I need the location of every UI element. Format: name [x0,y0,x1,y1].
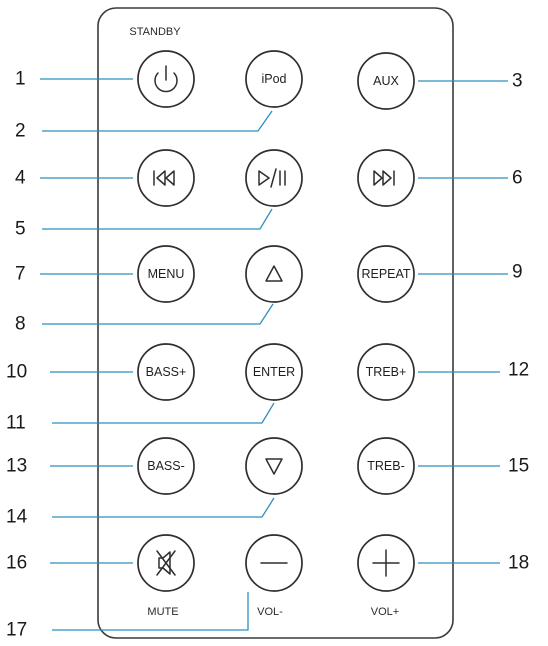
next-button[interactable] [357,149,415,207]
callout-number-8: 8 [15,314,26,335]
callout-number-2: 2 [15,121,26,142]
callout-number-5: 5 [15,219,26,240]
power-icon [154,65,178,93]
play-pause-icon [258,168,286,188]
callout-number-7: 7 [15,264,26,285]
plus-icon [372,549,400,577]
callout-number-3: 3 [512,71,523,92]
menu-button-label: MENU [148,267,185,281]
play-pause-button[interactable] [245,149,303,207]
callout-number-10: 10 [6,362,27,383]
callout-number-14: 14 [6,507,28,528]
callout-number-16: 16 [6,553,27,574]
previous-button[interactable] [137,149,195,207]
treb-minus-button[interactable]: TREB- [357,437,415,495]
triangle-down-icon [265,458,283,475]
callout-number-13: 13 [6,456,27,477]
repeat-button-label: REPEAT [361,267,410,281]
enter-button[interactable]: ENTER [245,343,303,401]
aux-button-label: AUX [373,74,399,88]
callout-line-14 [52,497,275,518]
ipod-button-label: iPod [261,72,286,86]
callout-number-1: 1 [15,69,26,90]
callout-line-5 [42,208,273,230]
vol-plus-button[interactable] [357,534,415,592]
bass-plus-button-label: BASS+ [146,365,187,379]
callout-line-17 [52,592,249,631]
callout-line-8 [42,303,274,325]
vol-minus-button[interactable] [245,534,303,592]
treb-plus-button[interactable]: TREB+ [357,343,415,401]
callout-number-11: 11 [6,413,26,434]
callout-number-6: 6 [512,168,523,189]
callout-line-2 [42,110,273,132]
treb-plus-button-label: TREB+ [366,365,407,379]
callout-number-12: 12 [508,360,529,381]
vol-minus-caption: VOL- [257,606,283,618]
triangle-up-icon [265,265,283,282]
vol-plus-caption: VOL+ [371,606,399,618]
callout-lines [40,78,508,631]
up-button[interactable] [245,245,303,303]
bass-plus-button[interactable]: BASS+ [137,343,195,401]
standby-button[interactable] [137,50,195,108]
callout-number-17: 17 [6,620,27,641]
mute-caption: MUTE [147,606,178,618]
ipod-button[interactable]: iPod [245,50,303,108]
enter-button-label: ENTER [253,365,295,379]
callout-number-18: 18 [508,553,529,574]
callout-line-11 [52,402,275,424]
skip-previous-icon [153,170,175,186]
treb-minus-button-label: TREB- [367,459,405,473]
speaker-mute-icon [156,550,176,576]
repeat-button[interactable]: REPEAT [357,245,415,303]
callout-number-15: 15 [508,456,529,477]
aux-button[interactable]: AUX [357,52,415,110]
standby-caption: STANDBY [129,26,181,38]
down-button[interactable] [245,437,303,495]
menu-button[interactable]: MENU [137,245,195,303]
callout-number-4: 4 [15,168,26,189]
bass-minus-button[interactable]: BASS- [137,437,195,495]
callout-number-9: 9 [512,262,523,283]
bass-minus-button-label: BASS- [147,459,185,473]
mute-button[interactable] [137,534,195,592]
callout-numbers: 1 2 3 4 5 6 7 8 9 10 11 12 13 14 15 16 1… [6,69,529,641]
skip-next-icon [373,170,395,186]
